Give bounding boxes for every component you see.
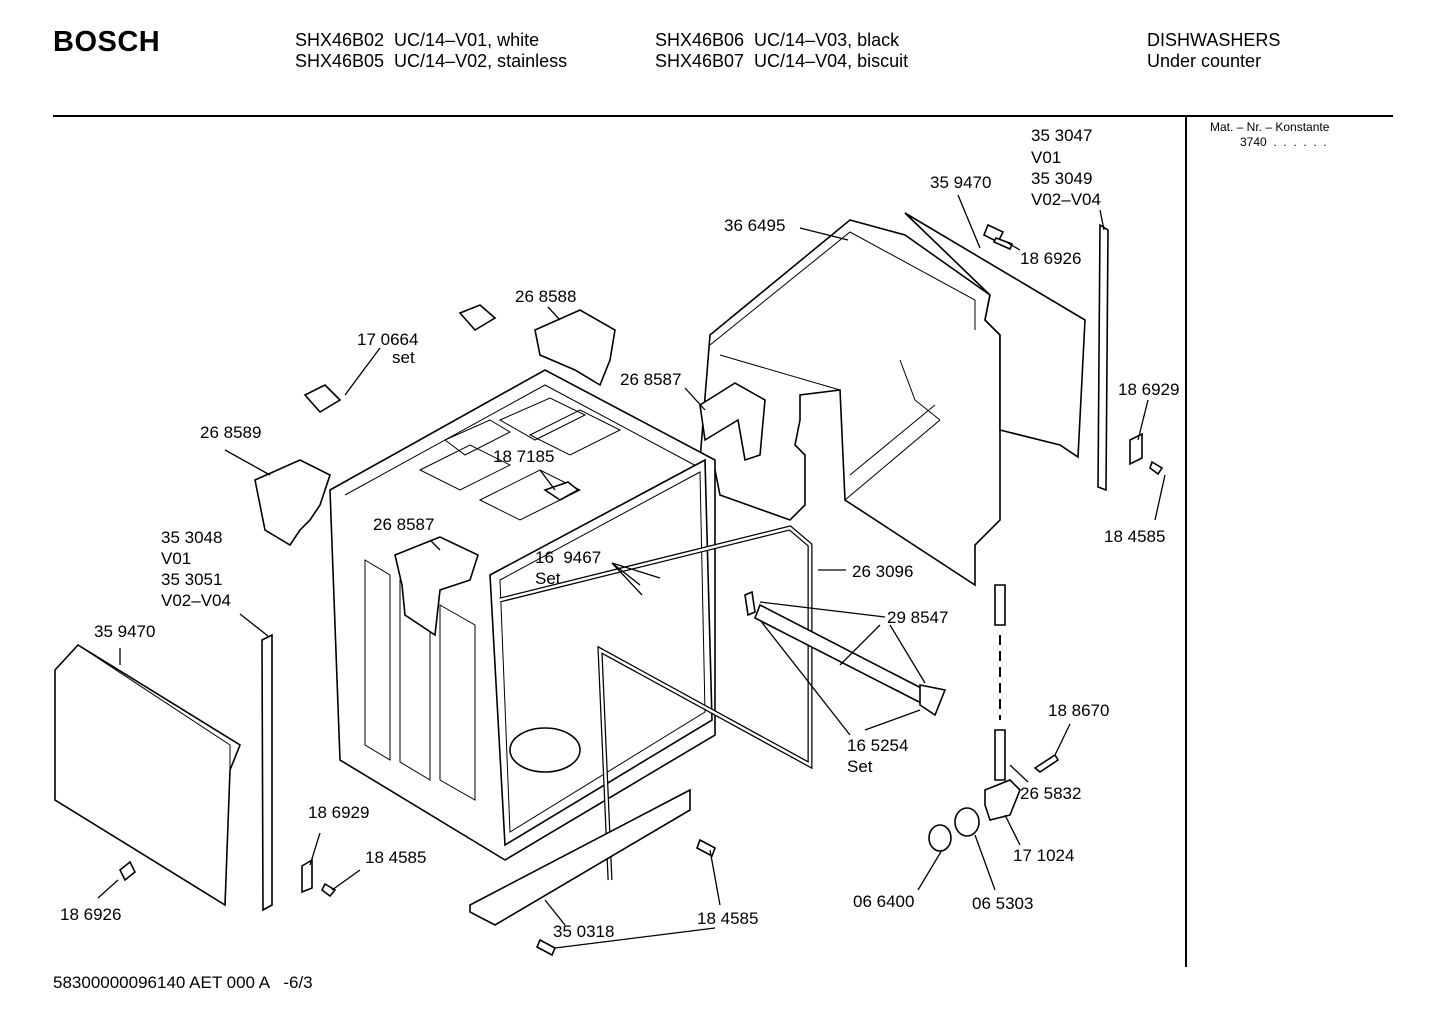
part-label: 26 5832 (1020, 784, 1082, 803)
part-label: 18 6929 (1118, 380, 1180, 399)
side-panel-value: 3740 . . . . . . (1240, 135, 1327, 149)
part-label: 16 5254 (847, 736, 909, 755)
model-line-4: SHX46B07 UC/14–V04, biscuit (655, 51, 909, 71)
drain-hose-lower (994, 729, 1006, 781)
screw-bottom (535, 938, 557, 957)
part-label: 18 6926 (1020, 249, 1082, 268)
part-label: V02–V04 (161, 591, 231, 610)
part-label: 35 3049 (1031, 169, 1093, 188)
part-label: 18 7185 (493, 447, 555, 466)
part-label: 35 3047 (1031, 126, 1093, 145)
part-label: 26 8588 (515, 287, 577, 306)
clip-icon (543, 481, 580, 501)
part-label: 18 4585 (1104, 527, 1166, 546)
part-label: 18 4585 (365, 848, 427, 867)
seal-ring (954, 807, 980, 837)
part-label: set (392, 348, 415, 367)
bottom-rail (469, 788, 691, 926)
part-label: 16 9467 (535, 548, 602, 567)
part-label: 26 8587 (373, 515, 435, 534)
hinge-bracket-lower (303, 384, 342, 414)
pump-connector (984, 779, 1021, 821)
insulation-housing (699, 219, 1001, 587)
model-line-1: SHX46B02 UC/14–V01, white (295, 30, 540, 50)
dishwasher-tub (329, 369, 716, 861)
part-label: 26 8589 (200, 423, 262, 442)
part-label: V01 (161, 549, 192, 568)
part-label: 29 8547 (887, 608, 949, 627)
part-label: 35 9470 (930, 173, 992, 192)
side-strip-right (1097, 223, 1109, 492)
part-label: Set (847, 757, 873, 776)
category-title: DISHWASHERS (1147, 30, 1281, 50)
part-label: 26 8587 (620, 370, 682, 389)
bracket-right (1129, 432, 1143, 466)
screw-bracket-left (320, 882, 337, 898)
leader-lines (97, 194, 1166, 949)
screw-icon (982, 223, 1014, 251)
part-label: V01 (1031, 148, 1062, 167)
brand-logo: BOSCH (53, 26, 161, 58)
header-rule (53, 115, 1393, 117)
arm-clip-left (744, 590, 756, 617)
document-code: 58300000096140 AET 000 A -6/3 (53, 973, 313, 992)
part-label: 18 6926 (60, 905, 122, 924)
side-strip-left (261, 633, 273, 912)
part-label: 17 0664 (357, 330, 419, 349)
rear-panel (904, 212, 1086, 459)
latch-block-top (534, 309, 616, 387)
model-line-2: SHX46B05 UC/14–V02, stainless (295, 51, 568, 71)
filter-cap (928, 824, 952, 852)
arm-clip-right (919, 684, 947, 717)
part-label: 35 3048 (161, 528, 223, 547)
part-label: 35 0318 (553, 922, 615, 941)
side-panel-title: Mat. – Nr. – Konstante (1210, 120, 1330, 134)
hinge-bracket (458, 304, 497, 332)
part-label: 26 3096 (852, 562, 914, 581)
part-label: 18 8670 (1048, 701, 1110, 720)
screw-hose (1033, 753, 1060, 773)
screw-bottom-left (118, 860, 137, 882)
screw-right (1149, 460, 1164, 476)
latch-block-mid (699, 382, 766, 462)
part-label: 18 4585 (697, 909, 759, 928)
part-label: Set (535, 569, 561, 588)
model-line-3: SHX46B06 UC/14–V03, black (655, 30, 900, 50)
part-label: 35 9470 (94, 622, 156, 641)
control-box (394, 536, 479, 637)
drain-hose-upper (994, 584, 1006, 626)
part-label: 35 3051 (161, 570, 223, 589)
part-label: 18 6929 (308, 803, 370, 822)
part-label: 17 1024 (1013, 846, 1075, 865)
side-panel-divider (1185, 115, 1187, 967)
part-label: V02–V04 (1031, 190, 1101, 209)
latch-block-left (254, 459, 331, 547)
screw-bottom-right (696, 838, 716, 858)
part-label: 36 6495 (724, 216, 786, 235)
part-label: 06 6400 (853, 892, 915, 911)
front-panel (54, 643, 241, 907)
part-label: 06 5303 (972, 894, 1034, 913)
category-subtitle: Under counter (1147, 51, 1262, 71)
bracket-bottom-left (301, 858, 313, 894)
